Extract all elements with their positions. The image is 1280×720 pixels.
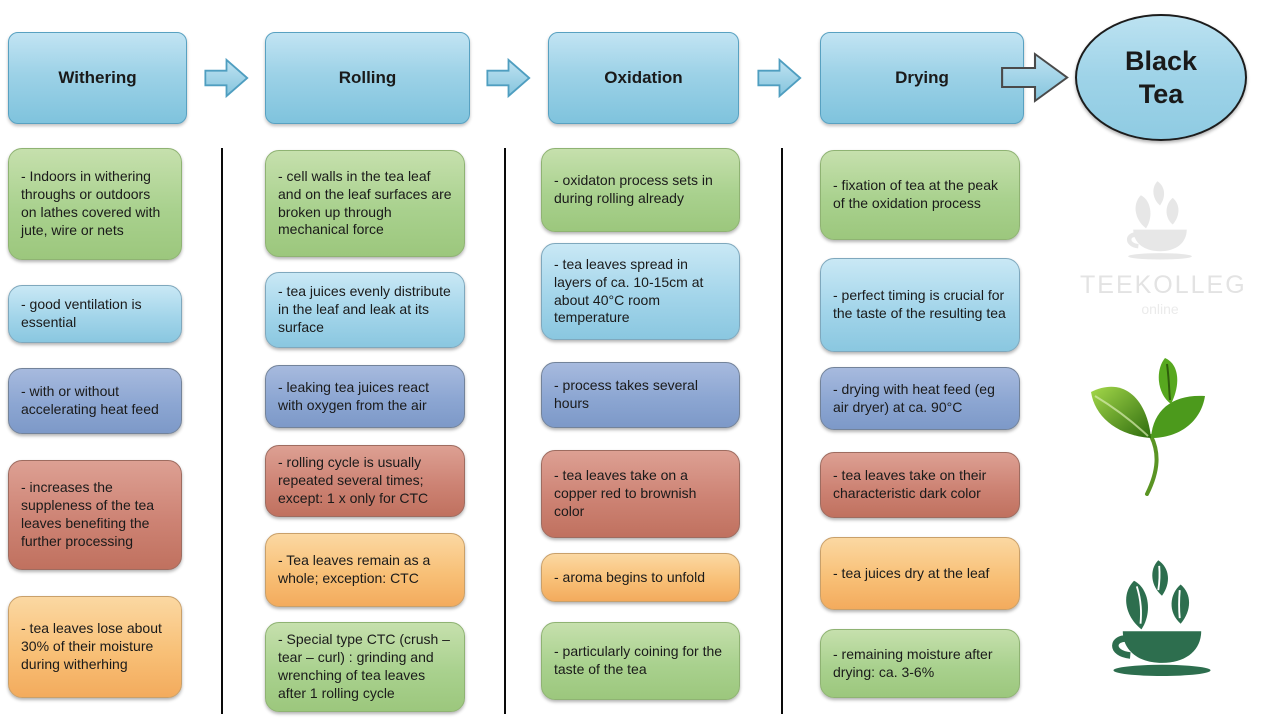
- teacup-logo-icon: [1112, 560, 1211, 676]
- flow-arrow-icon: [204, 57, 249, 99]
- teacup-leaves-icon: [1126, 181, 1192, 260]
- info-box: - rolling cycle is usually repeated seve…: [265, 445, 465, 517]
- stage-header-oxidation: Oxidation: [548, 32, 739, 124]
- result-node-black-tea: Black Tea: [1075, 14, 1247, 141]
- info-box: - Tea leaves remain as a whole; exceptio…: [265, 533, 465, 607]
- flow-arrow-icon: [1001, 52, 1069, 103]
- info-box-text: - leaking tea juices react with oxygen f…: [278, 378, 429, 413]
- info-box: - remaining moisture after drying: ca. 3…: [820, 629, 1020, 698]
- info-box-text: - tea leaves spread in layers of ca. 10-…: [554, 255, 704, 326]
- stage-header-label: Oxidation: [604, 68, 683, 87]
- info-box-text: - Tea leaves remain as a whole; exceptio…: [278, 552, 431, 586]
- stage-header-label: Drying: [895, 68, 949, 87]
- watermark-title: TEEKOLLEG: [1080, 271, 1247, 299]
- info-box-text: - rolling cycle is usually repeated seve…: [278, 454, 429, 506]
- info-box: - Special type CTC (crush – tear – curl)…: [265, 622, 465, 712]
- stage-header-label: Withering: [58, 68, 137, 87]
- stage-header-drying: Drying: [820, 32, 1024, 124]
- info-box-text: - increases the suppleness of the tea le…: [21, 479, 155, 549]
- info-box: - oxidaton process sets in during rollin…: [541, 148, 740, 232]
- stage-header-rolling: Rolling: [265, 32, 470, 124]
- stage-header-label: Rolling: [338, 68, 397, 87]
- info-box: - good ventilation is essential: [8, 285, 182, 343]
- teekolleg-watermark: TEEKOLLEG online: [1080, 180, 1247, 317]
- result-label-line2: Tea: [1138, 78, 1184, 109]
- flow-arrow-icon: [486, 57, 531, 99]
- info-box-text: - aroma begins to unfold: [554, 568, 705, 585]
- info-box: - tea leaves take on a copper red to bro…: [541, 450, 740, 538]
- info-box: - tea juices dry at the leaf: [820, 537, 1020, 610]
- info-box-text: - good ventilation is essential: [21, 296, 142, 330]
- stage-header-withering: Withering: [8, 32, 187, 124]
- info-box-text: - particularly coining for the taste of …: [554, 643, 723, 677]
- info-box: - particularly coining for the taste of …: [541, 622, 740, 700]
- info-box: - drying with heat feed (eg air dryer) a…: [820, 367, 1020, 430]
- tea-sprig-image: [1091, 358, 1205, 496]
- info-box-text: - drying with heat feed (eg air dryer) a…: [833, 380, 995, 415]
- info-box: - fixation of tea at the peak of the oxi…: [820, 150, 1020, 240]
- info-box: - tea juices evenly distribute in the le…: [265, 272, 465, 348]
- info-box: - tea leaves take on their characteristi…: [820, 452, 1020, 518]
- info-box-text: - tea juices dry at the leaf: [833, 564, 990, 581]
- info-box: - cell walls in the tea leaf and on the …: [265, 150, 465, 257]
- info-box-text: - tea leaves lose about 30% of their moi…: [21, 620, 162, 672]
- column-divider: [504, 148, 506, 714]
- flow-arrow-icon: [757, 57, 802, 99]
- watermark-subtitle: online: [1141, 301, 1179, 317]
- info-box: - tea leaves spread in layers of ca. 10-…: [541, 243, 740, 340]
- info-box: - increases the suppleness of the tea le…: [8, 460, 182, 570]
- info-box: - aroma begins to unfold: [541, 553, 740, 602]
- info-box-text: - with or without accelerating heat feed: [21, 383, 159, 417]
- info-box-text: - tea leaves take on their characteristi…: [833, 467, 987, 501]
- result-label-line1: Black: [1124, 45, 1198, 76]
- info-box: - perfect timing is crucial for the tast…: [820, 258, 1020, 352]
- info-box-text: - Indoors in withering throughs or outdo…: [21, 168, 161, 238]
- info-box-text: - tea juices evenly distribute in the le…: [278, 283, 451, 335]
- info-box-text: - tea leaves take on a copper red to bro…: [554, 467, 697, 519]
- info-box-text: - oxidaton process sets in during rollin…: [554, 172, 713, 206]
- info-box: - process takes several hours: [541, 362, 740, 428]
- info-box: - with or without accelerating heat feed: [8, 368, 182, 434]
- info-box-text: - perfect timing is crucial for the tast…: [833, 287, 1006, 321]
- info-box-text: - cell walls in the tea leaf and on the …: [278, 167, 452, 238]
- column-divider: [221, 148, 223, 714]
- column-divider: [781, 148, 783, 714]
- info-box: - Indoors in withering throughs or outdo…: [8, 148, 182, 260]
- info-box-text: - fixation of tea at the peak of the oxi…: [833, 177, 998, 211]
- info-box-text: - Special type CTC (crush – tear – curl)…: [278, 631, 450, 701]
- info-box: - tea leaves lose about 30% of their moi…: [8, 596, 182, 698]
- info-box-text: - remaining moisture after drying: ca. 3…: [833, 645, 993, 680]
- info-box-text: - process takes several hours: [554, 377, 698, 411]
- info-box: - leaking tea juices react with oxygen f…: [265, 365, 465, 428]
